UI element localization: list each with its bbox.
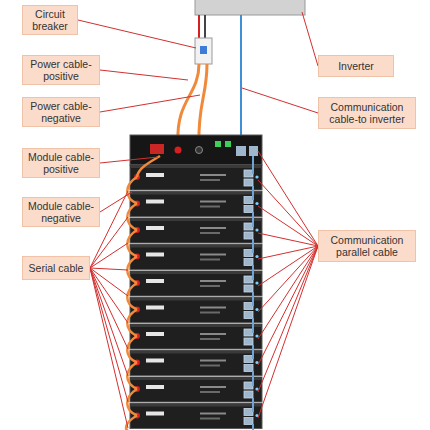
ac-wire xyxy=(204,15,206,38)
leader-line xyxy=(302,12,318,66)
bcu-port xyxy=(236,146,246,156)
bcu-indicator xyxy=(215,141,221,147)
callout-label: Communication parallel cable xyxy=(322,234,412,258)
leader-line xyxy=(242,88,318,113)
battery-module xyxy=(130,245,262,270)
battery-module xyxy=(130,377,262,402)
bcu-terminal xyxy=(196,147,203,154)
callout-box: Circuit breaker xyxy=(22,5,78,35)
ac-wire xyxy=(198,15,200,38)
communication-cable xyxy=(240,15,242,142)
leader-line xyxy=(100,70,188,80)
battery-module xyxy=(130,271,262,296)
bcu-port xyxy=(249,146,258,156)
leader-line xyxy=(100,95,200,112)
inverter-box xyxy=(195,0,305,15)
callout-label: Module cable-positive xyxy=(26,151,96,175)
battery-control-unit xyxy=(130,135,262,165)
callout-box: Communication parallel cable xyxy=(318,230,416,262)
battery-module xyxy=(130,324,262,349)
callout-label: Circuit breaker xyxy=(26,8,74,32)
callout-label: Inverter xyxy=(338,60,374,72)
circuit-breaker-symbol xyxy=(195,38,212,64)
battery-module xyxy=(130,351,262,376)
battery-module xyxy=(130,404,262,429)
power-cable-positive xyxy=(178,64,199,142)
callout-box: Inverter xyxy=(318,55,394,77)
callout-box: Module cable-positive xyxy=(22,148,100,178)
callout-label: Module cable-negative xyxy=(26,200,96,224)
callout-box: Power cable-positive xyxy=(22,55,100,85)
leader-line xyxy=(100,157,158,163)
callout-box: Communication cable-to inverter xyxy=(318,97,416,129)
communication-parallel-cable xyxy=(252,156,254,430)
battery-module xyxy=(130,298,262,323)
bcu-switch xyxy=(150,144,164,154)
battery-module xyxy=(130,165,262,190)
battery-module xyxy=(130,218,262,243)
bcu-indicator xyxy=(225,141,231,147)
callout-box: Serial cable xyxy=(22,256,90,280)
callout-label: Power cable-positive xyxy=(26,58,96,82)
leader-line xyxy=(100,192,132,212)
callout-label: Power cable-negative xyxy=(26,100,96,124)
callout-box: Module cable-negative xyxy=(22,197,100,227)
leader-line xyxy=(258,151,318,418)
leader-lines xyxy=(78,12,318,428)
breaker-switch xyxy=(200,46,207,54)
serial-cable xyxy=(126,177,137,430)
leader-line xyxy=(78,20,196,48)
callout-label: Serial cable xyxy=(29,262,84,274)
battery-module xyxy=(130,192,262,217)
power-cable-negative xyxy=(199,64,207,142)
bcu-terminal xyxy=(175,147,182,154)
callout-box: Power cable-negative xyxy=(22,97,100,127)
callout-label: Communication cable-to inverter xyxy=(322,101,412,125)
